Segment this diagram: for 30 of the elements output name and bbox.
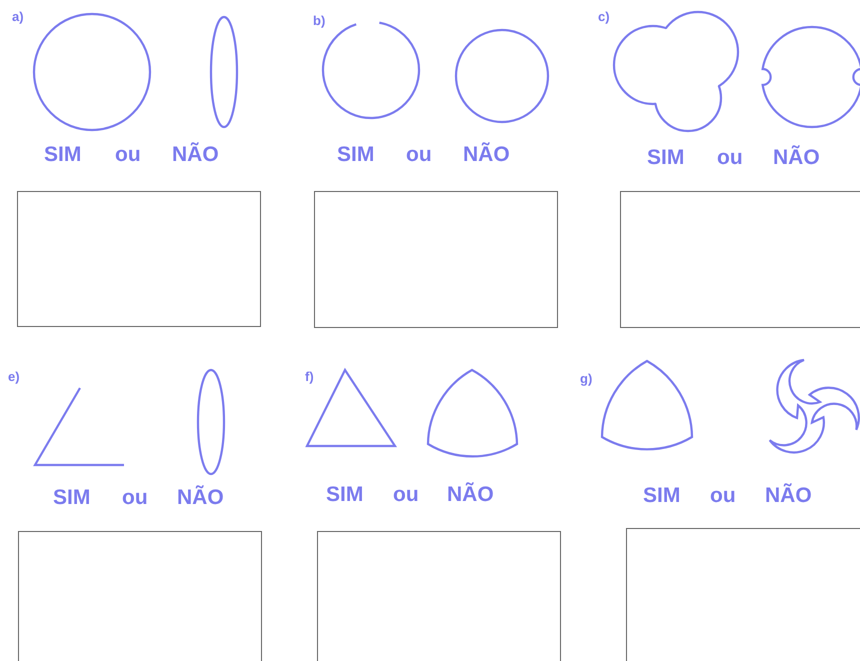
answer-option: SIM [647, 147, 684, 168]
answer-option: ou [393, 484, 419, 505]
item-letter: e) [8, 370, 20, 383]
item-letter: f) [305, 370, 314, 383]
answer-option: NÃO [765, 485, 812, 506]
answer-option: NÃO [773, 147, 820, 168]
answer-box [314, 191, 558, 328]
answer-option: ou [406, 144, 432, 165]
answer-option: ou [115, 144, 141, 165]
item-letter: g) [580, 372, 592, 385]
answer-box [17, 191, 261, 327]
answer-option: SIM [53, 487, 90, 508]
item-letter: b) [313, 14, 326, 27]
answer-option: ou [717, 147, 743, 168]
answer-box [626, 528, 860, 661]
answer-option: NÃO [172, 144, 219, 165]
answer-option: NÃO [177, 487, 224, 508]
answer-option: SIM [337, 144, 374, 165]
answer-option: SIM [326, 484, 364, 505]
answer-option: NÃO [447, 484, 494, 505]
answer-box [620, 191, 860, 328]
item-letter: a) [12, 10, 24, 23]
answer-option: SIM [643, 485, 680, 506]
answer-option: ou [710, 485, 736, 506]
answer-box [317, 531, 561, 661]
answer-box [18, 531, 262, 661]
answer-option: ou [122, 487, 148, 508]
answer-option: SIM [44, 144, 82, 165]
answer-option: NÃO [463, 144, 510, 165]
item-letter: c) [598, 10, 610, 23]
